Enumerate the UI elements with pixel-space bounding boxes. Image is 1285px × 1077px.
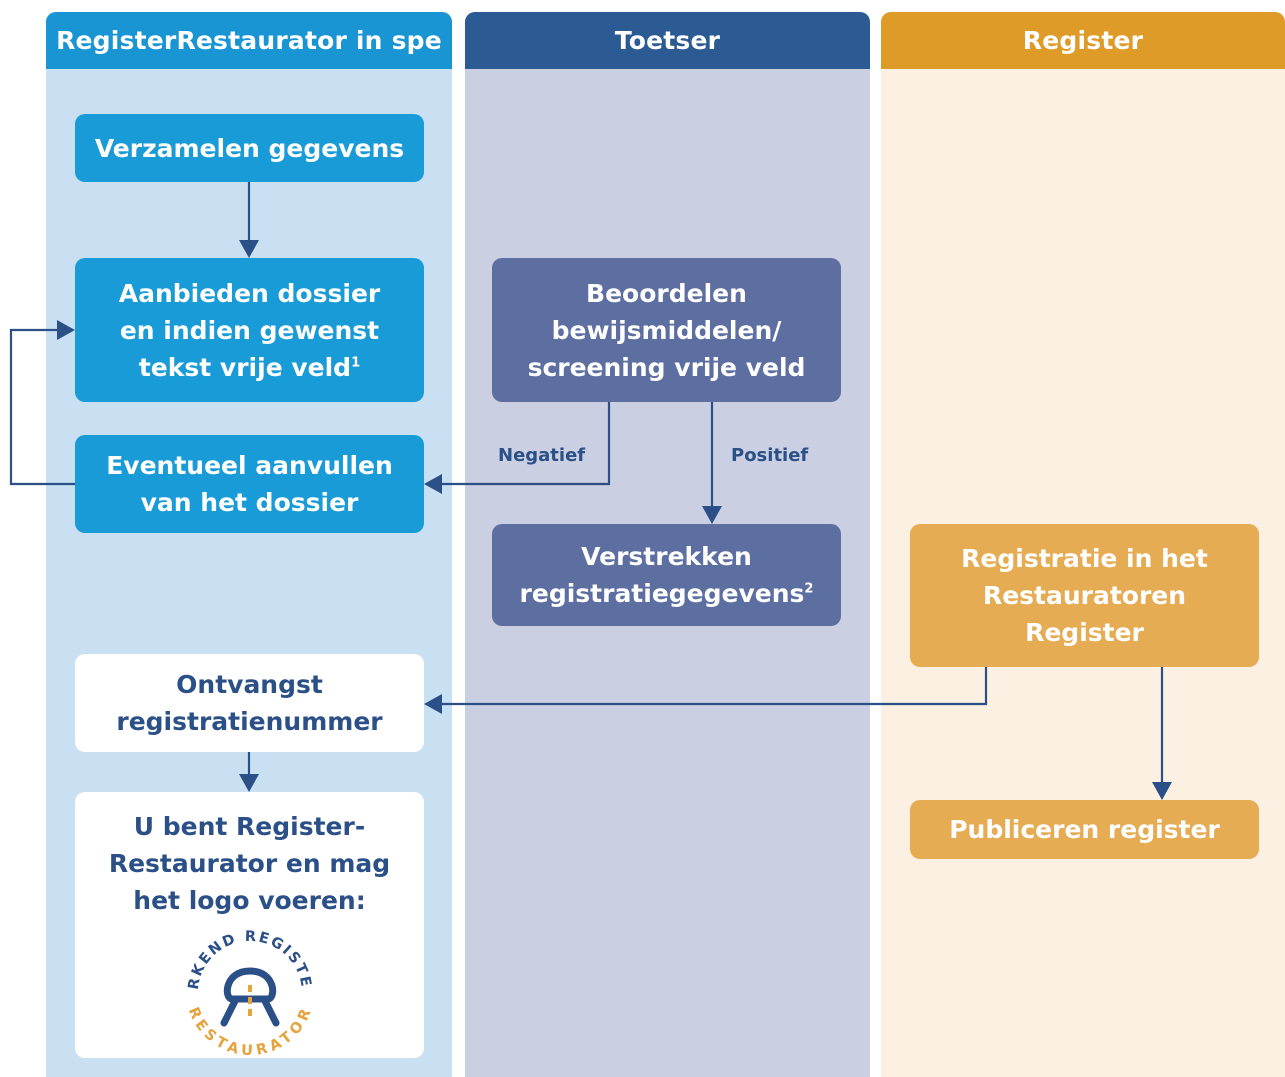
node-text: Register bbox=[1025, 618, 1144, 647]
arrowhead-aanbieden-left bbox=[57, 320, 75, 340]
node-text: U bent Register- bbox=[133, 812, 366, 841]
node-text: van het dossier bbox=[140, 488, 359, 517]
edge-label-positief: Positief bbox=[731, 445, 809, 466]
arrowhead-ontvangst bbox=[424, 694, 442, 714]
node-text: Restaurator en mag bbox=[108, 849, 391, 878]
lane-header-register: Register bbox=[881, 12, 1285, 69]
node-text: registratiegegevens2 bbox=[520, 575, 814, 612]
node-text: Verstrekken bbox=[581, 542, 752, 571]
node-text: Ontvangst bbox=[176, 670, 323, 699]
node-text: bewijsmiddelen/ bbox=[551, 315, 782, 345]
arrowhead-logo bbox=[239, 774, 259, 792]
node-verstrekken-registratiegegevens: Verstrekken registratiegegevens2 bbox=[492, 524, 841, 626]
node-beoordelen-bewijsmiddelen: Beoordelen bewijsmiddelen/ screening vri… bbox=[492, 258, 841, 402]
arrowhead-verstrekken bbox=[702, 506, 722, 524]
edge-negatief bbox=[440, 402, 611, 486]
node-logo-voeren: U bent Register- Restaurator en mag het … bbox=[75, 792, 424, 1058]
node-text: Eventueel aanvullen bbox=[106, 451, 393, 480]
node-text: Beoordelen bbox=[586, 278, 747, 308]
node-text-part: registratiegegevens bbox=[519, 579, 805, 608]
node-text: Registratie in het bbox=[961, 544, 1208, 573]
footnote-marker: 1 bbox=[351, 355, 361, 371]
node-aanbieden-dossier: Aanbieden dossier en indien gewenst teks… bbox=[75, 258, 424, 402]
node-text: registratienummer bbox=[116, 707, 383, 736]
lane-header-restaurator: RegisterRestaurator in spe bbox=[46, 12, 452, 69]
footnote-marker: 2 bbox=[804, 581, 814, 597]
arrowhead-aanvullen bbox=[424, 474, 442, 494]
logo-r-monogram bbox=[220, 967, 279, 1027]
node-text: Aanbieden dossier bbox=[118, 278, 381, 308]
arrowhead-publiceren bbox=[1152, 782, 1172, 800]
node-publiceren-register: Publiceren register bbox=[910, 800, 1259, 859]
node-eventueel-aanvullen: Eventueel aanvullen van het dossier bbox=[75, 435, 424, 533]
node-text-part: tekst vrije veld bbox=[138, 352, 352, 382]
node-text: screening vrije veld bbox=[527, 352, 806, 382]
arrowhead-aanbieden bbox=[239, 240, 259, 258]
node-text: en indien gewenst bbox=[119, 315, 380, 345]
node-verzamelen-gegevens: Verzamelen gegevens bbox=[75, 114, 424, 182]
node-text: Restauratoren bbox=[982, 581, 1187, 610]
node-text: tekst vrije veld1 bbox=[119, 349, 380, 386]
edge-label-negatief: Negatief bbox=[498, 445, 586, 466]
node-text: Publiceren register bbox=[949, 815, 1220, 844]
node-registratie-register: Registratie in het Restauratoren Registe… bbox=[910, 524, 1259, 667]
lane-header-toetser: Toetser bbox=[465, 12, 870, 69]
node-text: Verzamelen gegevens bbox=[94, 133, 405, 163]
edge-registratie-ontvangst bbox=[440, 667, 988, 706]
node-text: het logo voeren: bbox=[133, 886, 366, 915]
edge-aanvullen-aanbieden bbox=[9, 328, 75, 486]
node-ontvangst-registratienummer: Ontvangst registratienummer bbox=[75, 654, 424, 752]
